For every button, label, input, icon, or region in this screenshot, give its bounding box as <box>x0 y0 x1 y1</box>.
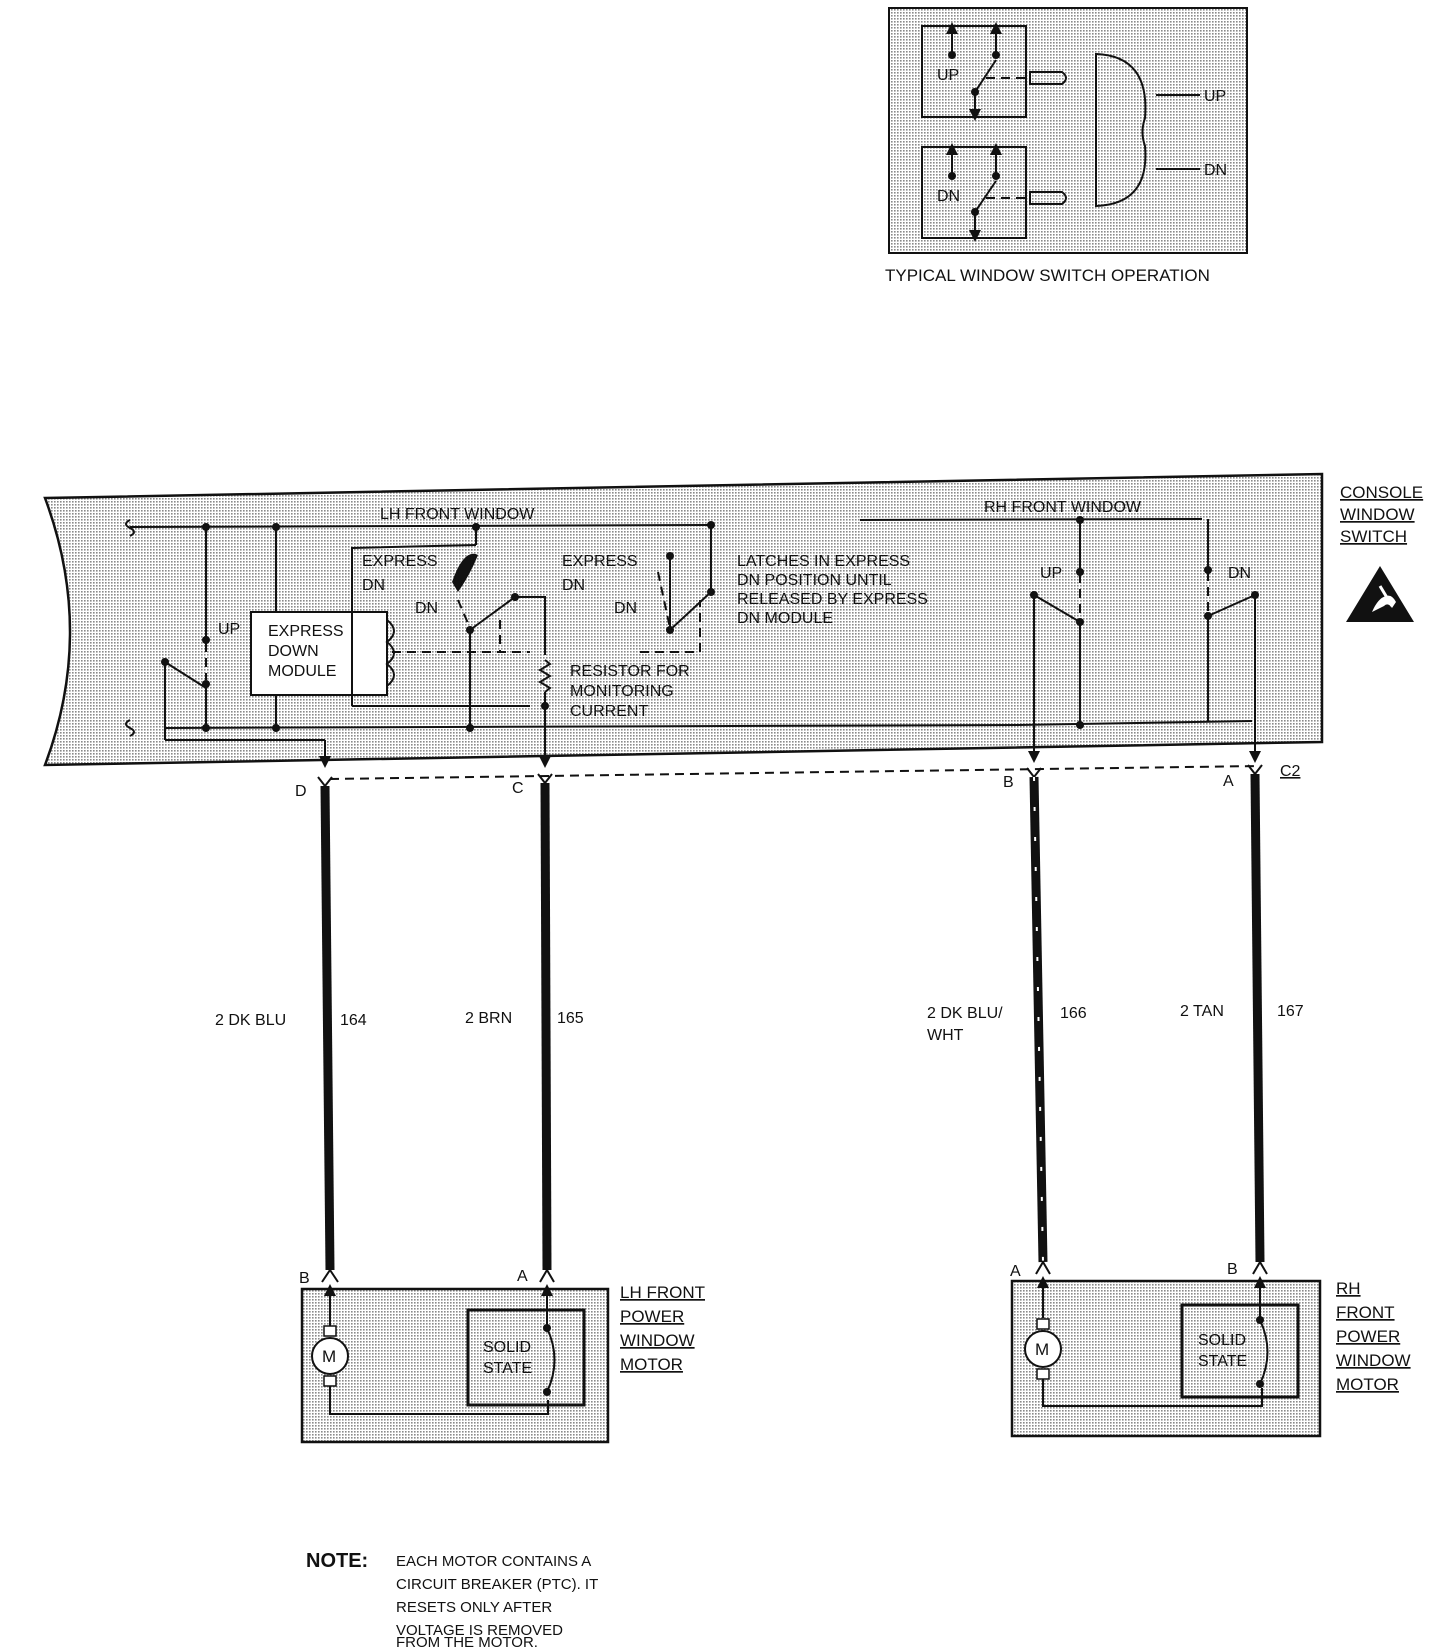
express-latch-cam <box>452 553 478 592</box>
rh-front-power-window-motor: A B M SOLID STATE RH FRONT POWER WINDOW … <box>1010 1260 1411 1438</box>
note-line4: VOLTAGE IS REMOVED <box>396 1622 563 1639</box>
note-label: NOTE: <box>306 1550 368 1572</box>
console-window-switch: UP EXPRESS DOWN MODULE EXPRESS DN DN <box>43 472 1423 768</box>
wire-167: 2 TAN 167 <box>1180 773 1304 1263</box>
lh-motor-name-line4: MOTOR <box>620 1355 683 1374</box>
wire-166: 2 DK BLU/ WHT 166 <box>927 776 1087 1263</box>
switch-housing <box>43 472 1324 767</box>
latch-note-line3: RELEASED BY EXPRESS <box>737 591 928 608</box>
module-label-line3: MODULE <box>268 663 336 680</box>
rh-motor-pin-a: A <box>1010 1263 1021 1280</box>
latch-note-line4: DN MODULE <box>737 610 833 627</box>
lh-motor-pin-a: A <box>517 1268 528 1285</box>
rh-solid-state-line1: SOLID <box>1198 1332 1246 1349</box>
wire-164-circuit: 164 <box>340 1012 367 1029</box>
lh-front-window-label: LH FRONT WINDOW <box>380 506 535 523</box>
rh-motor-box <box>1010 1279 1322 1438</box>
rh-motor-name-line3: POWER <box>1336 1327 1400 1346</box>
pin-a-label: A <box>1223 773 1234 790</box>
switch-name-line1: CONSOLE <box>1340 483 1423 502</box>
wire-165-color: 2 BRN <box>465 1010 512 1027</box>
lh-up-label: UP <box>218 621 240 638</box>
express-dn-label-2: DN <box>562 577 585 594</box>
connector-c2-label: C2 <box>1280 763 1301 780</box>
wire-165: 2 BRN 165 <box>465 782 584 1271</box>
wire-164: 2 DK BLU 164 <box>215 785 367 1271</box>
resistor-label-line1: RESISTOR FOR <box>570 663 690 680</box>
note-line1: EACH MOTOR CONTAINS A <box>396 1553 591 1570</box>
rh-motor-name-line1: RH <box>1336 1279 1361 1298</box>
inset-rocker <box>1095 52 1147 208</box>
inset-up-contact-label: UP <box>937 67 959 84</box>
inset-dn-contact-label: DN <box>937 188 960 205</box>
rh-dn-label: DN <box>1228 565 1251 582</box>
lh-motor-name-line1: LH FRONT <box>620 1283 705 1302</box>
lh-motor-m-label: M <box>322 1347 336 1366</box>
switch-name-line3: SWITCH <box>1340 527 1407 546</box>
rh-front-window-label: RH FRONT WINDOW <box>984 499 1142 516</box>
express-label-1: EXPRESS <box>362 553 438 570</box>
lh-front-power-window-motor: B A M SOLID STATE LH FRONT POWER WINDOW … <box>299 1268 705 1444</box>
rh-up-label: UP <box>1040 565 1062 582</box>
lh-motor-name-line3: WINDOW <box>620 1331 695 1350</box>
express-dn-label-1: DN <box>362 577 385 594</box>
module-label-line2: DOWN <box>268 643 319 660</box>
rh-motor-name-line2: FRONT <box>1336 1303 1395 1322</box>
inset-caption: TYPICAL WINDOW SWITCH OPERATION <box>885 266 1210 285</box>
wire-165-circuit: 165 <box>557 1010 584 1027</box>
note-line3: RESETS ONLY AFTER <box>396 1599 552 1616</box>
rh-solid-state-box <box>1180 1303 1300 1399</box>
inset-dn-output-label: DN <box>1204 162 1227 179</box>
wire-166-color-line2: WHT <box>927 1027 964 1044</box>
rh-motor-m-icon <box>1024 1330 1062 1368</box>
note-line2: CIRCUIT BREAKER (PTC). IT <box>396 1576 598 1593</box>
resistor-label-line2: MONITORING <box>570 683 674 700</box>
pin-b-label: B <box>1003 774 1014 791</box>
esd-warning-icon <box>1346 566 1414 622</box>
pin-c-label: C <box>512 780 524 797</box>
rh-motor-name-line4: WINDOW <box>1336 1351 1411 1370</box>
switch-name-line2: WINDOW <box>1340 505 1415 524</box>
express-down-module <box>250 611 388 696</box>
pin-d-label: D <box>295 783 307 800</box>
connector-c2-line <box>329 765 1261 780</box>
lh-motor-name-line2: POWER <box>620 1307 684 1326</box>
latch-note-line2: DN POSITION UNTIL <box>737 572 892 589</box>
lh-solid-state-line1: SOLID <box>483 1339 531 1356</box>
resistor-label-line3: CURRENT <box>570 703 648 720</box>
wire-164-color: 2 DK BLU <box>215 1012 286 1029</box>
inset-up-output-label: UP <box>1204 88 1226 105</box>
note-line5: FROM THE MOTOR. <box>396 1634 538 1650</box>
lh-motor-pin-b: B <box>299 1270 310 1287</box>
rh-solid-state-line2: STATE <box>1198 1353 1247 1370</box>
lh-motor-m-icon <box>311 1337 349 1375</box>
rh-motor-m-label: M <box>1035 1340 1049 1359</box>
rh-motor-pin-b: B <box>1227 1261 1238 1278</box>
wire-166-circuit: 166 <box>1060 1005 1087 1022</box>
latch-note-line1: LATCHES IN EXPRESS <box>737 553 910 570</box>
lh-motor-box <box>300 1287 610 1444</box>
lh-solid-state-box <box>466 1308 586 1407</box>
note: NOTE: EACH MOTOR CONTAINS A CIRCUIT BREA… <box>306 1550 598 1650</box>
lh-solid-state-line2: STATE <box>483 1360 532 1377</box>
express-label-2: EXPRESS <box>562 553 638 570</box>
wire-167-color: 2 TAN <box>1180 1003 1224 1020</box>
dn-label-1: DN <box>415 600 438 617</box>
rh-motor-name-line5: MOTOR <box>1336 1375 1399 1394</box>
module-label-line1: EXPRESS <box>268 623 344 640</box>
inset-switch-operation: UP DN UP DN TYPICAL WINDOW SWITCH OPERAT… <box>885 7 1248 285</box>
wire-167-circuit: 167 <box>1277 1003 1304 1020</box>
wire-166-color-line1: 2 DK BLU/ <box>927 1005 1003 1022</box>
dn-label-2: DN <box>614 600 637 617</box>
